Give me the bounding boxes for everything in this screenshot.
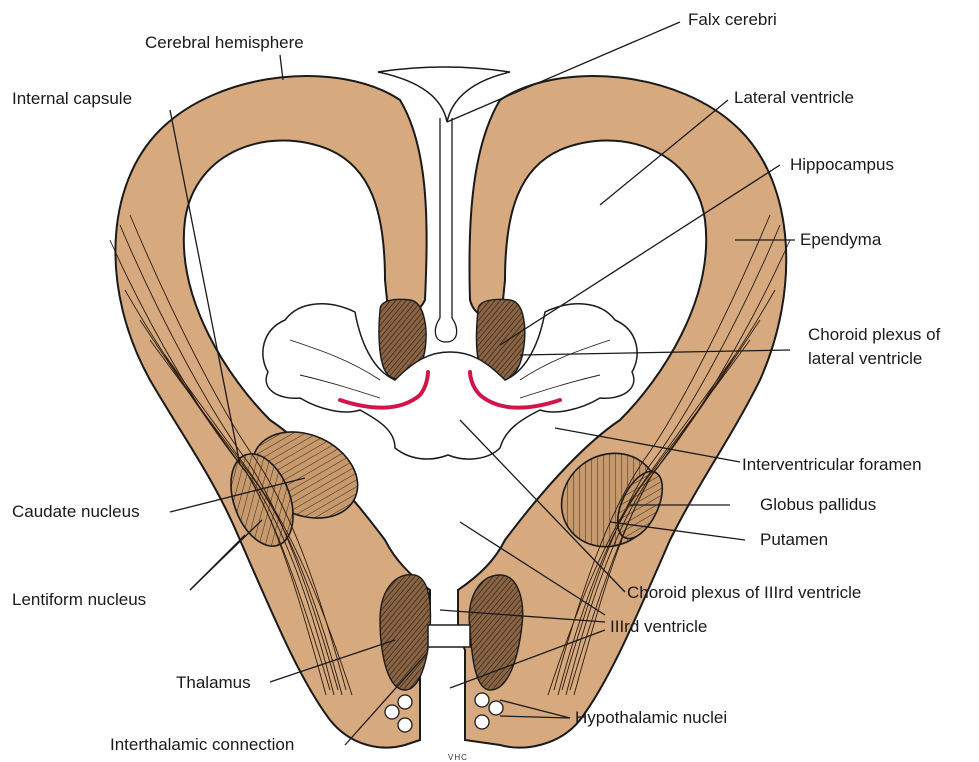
label-choroid-plexus-third: Choroid plexus of IIIrd ventricle [627, 583, 861, 602]
left-thalamus [380, 575, 430, 690]
label-globus-pallidus: Globus pallidus [760, 495, 876, 514]
label-interventricular-foramen: Interventricular foramen [742, 455, 922, 474]
label-ependyma: Ependyma [800, 230, 882, 249]
label-falx-cerebri: Falx cerebri [688, 10, 777, 29]
label-internal-capsule: Internal capsule [12, 89, 132, 108]
label-interthalamic-connection: Interthalamic connection [110, 735, 294, 754]
label-caudate-nucleus: Caudate nucleus [12, 502, 140, 521]
label-third-ventricle: IIIrd ventricle [610, 617, 707, 636]
artist-signature: VHC [448, 753, 468, 762]
label-lentiform-nucleus: Lentiform nucleus [12, 590, 146, 609]
interthalamic-connection [428, 625, 470, 647]
label-lateral-ventricle: Lateral ventricle [734, 88, 854, 107]
label-thalamus: Thalamus [176, 673, 251, 692]
label-choroid-plexus-lateral-1: Choroid plexus of [808, 325, 941, 344]
label-hippocampus: Hippocampus [790, 155, 894, 174]
label-putamen: Putamen [760, 530, 828, 549]
label-choroid-plexus-lateral-2: lateral ventricle [808, 349, 922, 368]
label-cerebral-hemisphere: Cerebral hemisphere [145, 33, 304, 52]
label-hypothalamic-nuclei: Hypothalamic nuclei [575, 708, 727, 727]
